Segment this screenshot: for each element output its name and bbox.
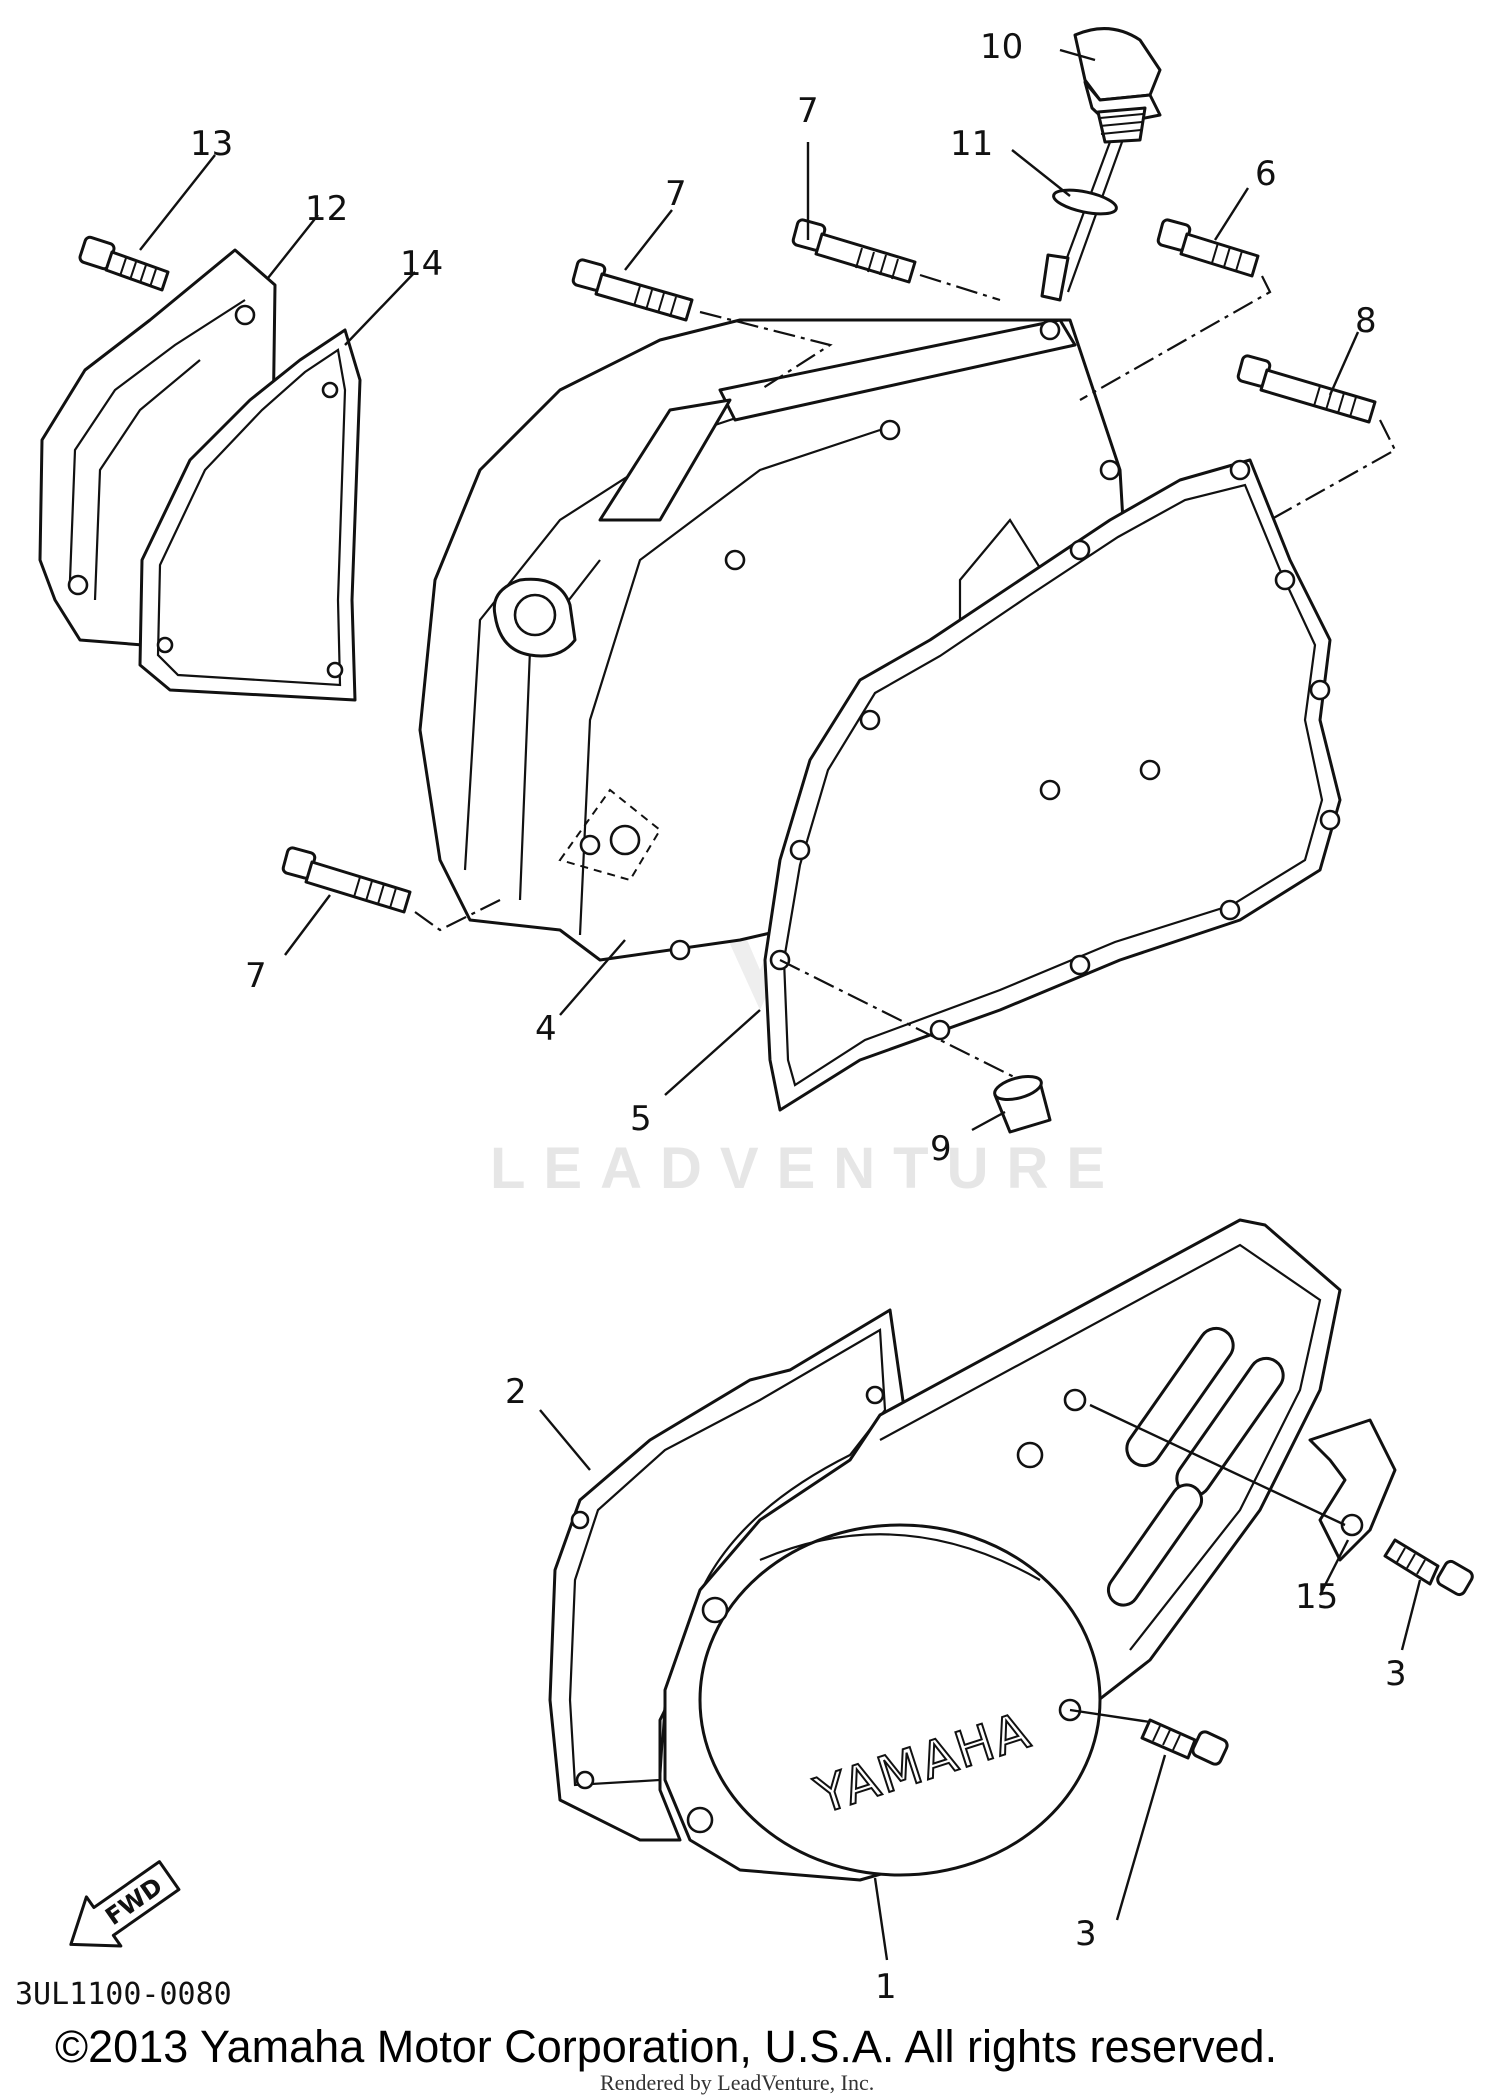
part-10-oil-plug xyxy=(1040,27,1162,302)
callout-5: 5 xyxy=(630,1099,652,1139)
part-6-bolt xyxy=(1156,218,1260,278)
part-7-bolt-lower xyxy=(281,846,412,914)
callout-11: 11 xyxy=(950,124,993,164)
part-13-bolt xyxy=(78,235,170,292)
callout-9: 9 xyxy=(930,1129,952,1169)
callout-10: 10 xyxy=(980,27,1023,67)
callout-3-right: 3 xyxy=(1385,1654,1407,1694)
callout-14: 14 xyxy=(400,244,443,284)
callout-2: 2 xyxy=(505,1372,527,1412)
part-3-screw-lower xyxy=(1140,1718,1229,1766)
copyright-notice: ©2013 Yamaha Motor Corporation, U.S.A. A… xyxy=(55,2021,1277,2072)
part-9-dowel xyxy=(993,1075,1052,1134)
part-3-screw-right xyxy=(1383,1538,1474,1597)
part-8-bolt xyxy=(1236,354,1377,424)
part-1-crankcase-cover: YAMAHA xyxy=(663,1218,1342,1882)
callout-13: 13 xyxy=(190,124,233,164)
callout-4: 4 xyxy=(535,1009,557,1049)
callout-7-left: 7 xyxy=(665,174,687,214)
callout-8: 8 xyxy=(1355,301,1377,341)
part-7-bolt-upper-middle xyxy=(791,218,917,284)
part-15-clamp xyxy=(1308,1418,1397,1562)
svg-text:LEADVENTURE: LEADVENTURE xyxy=(490,1136,1123,1201)
callout-6: 6 xyxy=(1255,154,1277,194)
fwd-arrow-icon: FWD xyxy=(69,1860,181,1948)
part-5-gasket xyxy=(763,458,1342,1112)
leader-lines xyxy=(139,48,1422,1961)
part-7-bolt-upper-left xyxy=(571,258,694,322)
rendered-by-notice: Rendered by LeadVenture, Inc. xyxy=(600,2070,874,2095)
drawing-code: 3UL1100-0080 xyxy=(15,1977,232,2012)
callout-7-lower: 7 xyxy=(245,956,267,996)
part-14-gasket xyxy=(138,328,362,702)
callout-7-top: 7 xyxy=(797,91,819,131)
callout-3-lower: 3 xyxy=(1075,1914,1097,1954)
callout-15: 15 xyxy=(1295,1577,1338,1617)
callout-1: 1 xyxy=(875,1967,897,2007)
callout-labels: 1 2 3 3 4 5 6 7 7 7 8 9 10 11 12 13 14 1… xyxy=(190,27,1407,2007)
callout-12: 12 xyxy=(305,189,348,229)
